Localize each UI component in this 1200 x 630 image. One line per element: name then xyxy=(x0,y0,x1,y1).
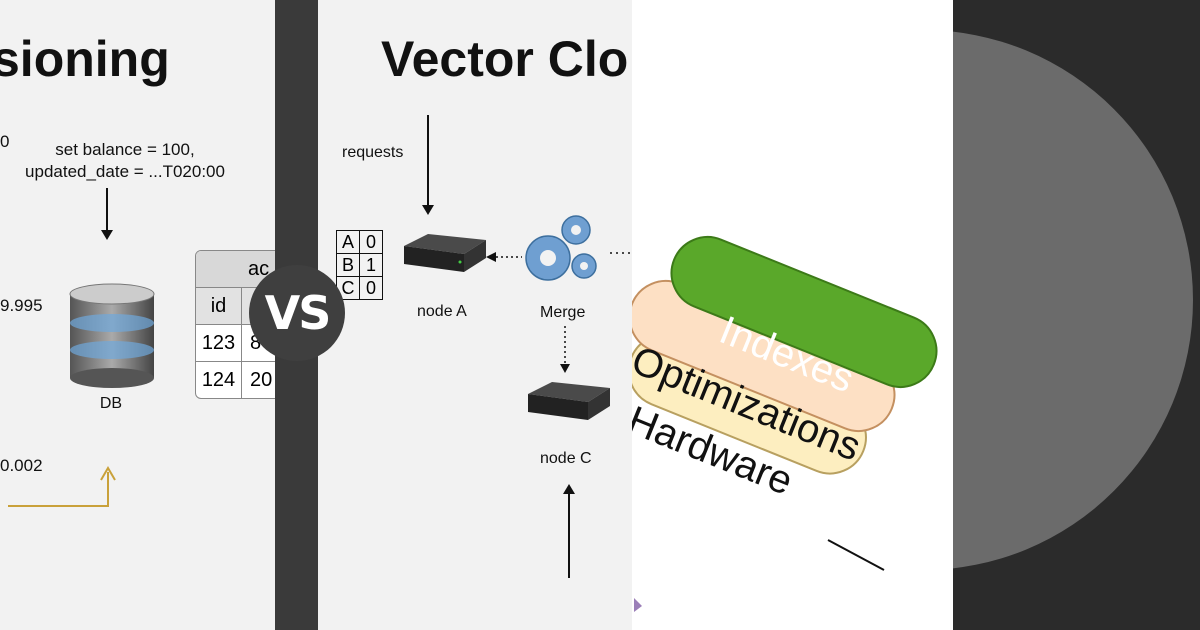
left-value-bottom: 0.002 xyxy=(0,456,43,475)
merge-gears-icon xyxy=(525,215,597,281)
return-arrow xyxy=(8,466,116,507)
versioning-panel: sioning 0 set balance = 100, updated_dat… xyxy=(0,0,275,630)
merge-to-node-a-arrow xyxy=(486,252,522,262)
indexes-layer xyxy=(670,236,938,388)
merge-to-node-c-arrow xyxy=(560,326,570,373)
requests-label: requests xyxy=(342,144,404,161)
node-c-server-icon xyxy=(528,382,610,420)
left-value-mid: 9.995 xyxy=(0,296,43,315)
incoming-dotted-line xyxy=(610,252,632,254)
circle-panel xyxy=(953,0,1200,630)
update-statement-line2: updated_date = ...T020:00 xyxy=(25,162,225,181)
left-value-top: 0 xyxy=(0,132,10,151)
versioning-title: sioning xyxy=(0,31,170,87)
node-c-label: node C xyxy=(540,450,592,467)
node-a-server-icon xyxy=(404,234,486,272)
db-label: DB xyxy=(99,395,123,412)
table-row: 124 20 xyxy=(196,362,275,398)
layers-panel: Indexes Optimizations Hardware xyxy=(632,0,953,630)
vs-badge: VS xyxy=(249,265,345,361)
table-row: 123 8 xyxy=(196,325,275,362)
update-arrow xyxy=(101,188,113,240)
database-icon xyxy=(69,283,155,388)
requests-arrow xyxy=(422,115,434,215)
update-statement-line1: set balance = 100, xyxy=(55,140,195,159)
node-c-incoming-arrow xyxy=(563,484,575,578)
node-a-label: node A xyxy=(417,303,467,320)
merge-label: Merge xyxy=(540,304,586,321)
layers-shapes xyxy=(632,236,938,612)
vector-clock-title: Vector Clo xyxy=(381,31,629,87)
gray-circle-shape xyxy=(953,31,1193,569)
column-id-header: id xyxy=(196,288,242,324)
